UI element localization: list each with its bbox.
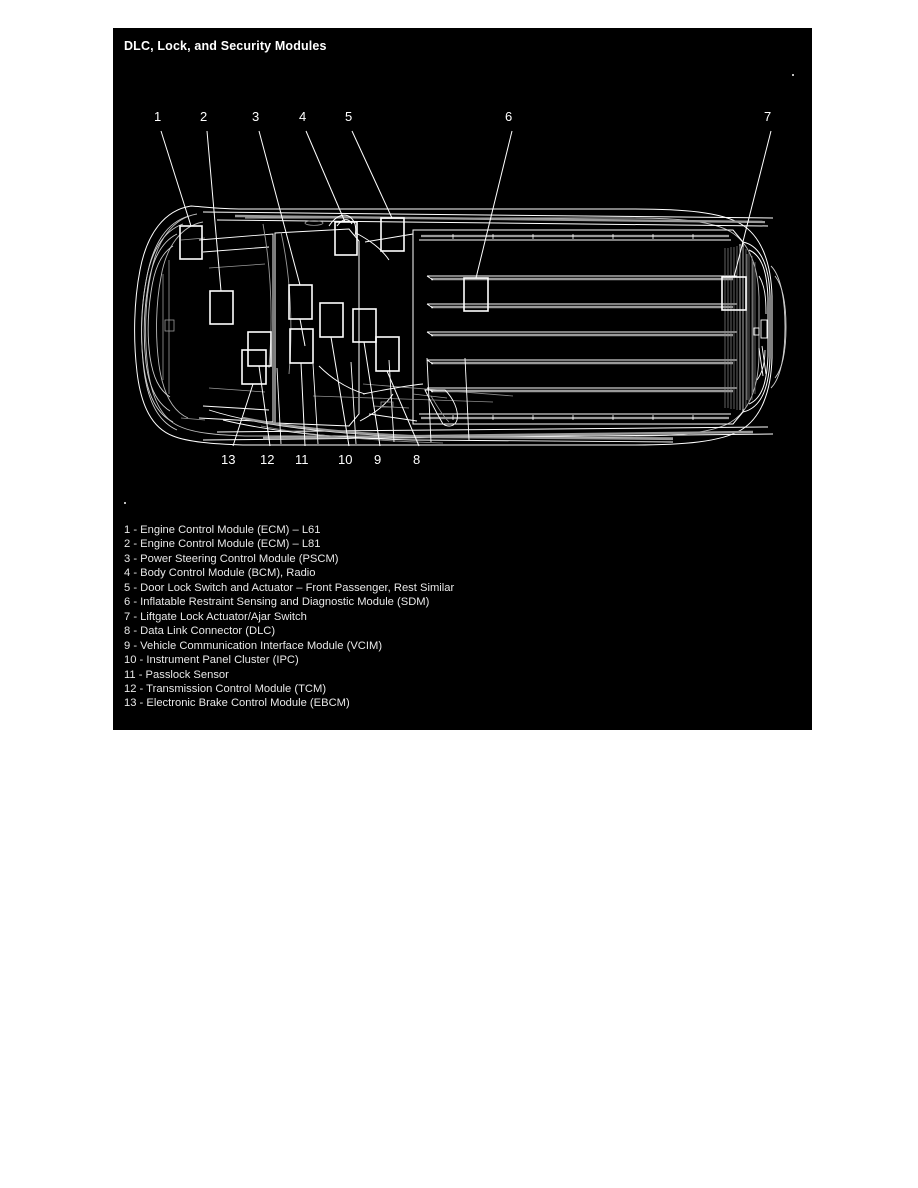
liftgate-lock-detail: [753, 275, 768, 381]
callout-box-11: [289, 328, 314, 364]
front-bumper-contours: [141, 215, 190, 431]
shifter-console: [424, 389, 458, 427]
front-seat-contour: [318, 365, 424, 395]
callout-label-7: 7: [764, 109, 772, 124]
legend-item: 3 - Power Steering Control Module (PSCM): [124, 552, 339, 565]
scan-artifact-speck: [124, 502, 126, 504]
callout-box-6: [463, 277, 489, 312]
callout-box-12: [247, 331, 272, 367]
callout-label-13: 13: [221, 452, 236, 467]
dash-curve: [262, 223, 292, 375]
callout-label-3: 3: [252, 109, 260, 124]
callout-label-10: 10: [338, 452, 353, 467]
callout-box-7: [721, 276, 747, 311]
callout-label-2: 2: [200, 109, 208, 124]
callout-label-5: 5: [345, 109, 353, 124]
figure-panel: DLC, Lock, and Security Modules: [113, 28, 812, 730]
callout-box-1: [179, 225, 203, 260]
liftgate-hatch-panel: [746, 254, 754, 400]
liftgate-hatch-texture: [724, 246, 756, 410]
hood-seams: [208, 263, 266, 393]
callout-box-9: [352, 308, 377, 343]
rear-bumper: [770, 265, 787, 389]
callout-label-12: 12: [260, 452, 275, 467]
legend-item: 4 - Body Control Module (BCM), Radio: [124, 567, 316, 580]
callout-boxes: [179, 217, 747, 385]
callout-label-11: 11: [295, 452, 309, 467]
legend-list: 1 - Engine Control Module (ECM) – L61 2 …: [124, 523, 764, 711]
callout-leader-lines: [160, 130, 772, 447]
callout-box-8: [375, 336, 400, 372]
scan-artifact-speck: [792, 74, 794, 76]
vehicle-top-view-diagram: [134, 130, 787, 447]
callout-box-10: [319, 302, 344, 338]
roof-antenna-base: [304, 220, 324, 226]
console-detail: [430, 395, 450, 423]
cargo-floor-slats: [427, 275, 737, 389]
cargo-floor-slats-shadow: [431, 277, 733, 393]
callout-box-13: [241, 349, 267, 385]
legend-item: 6 - Inflatable Restraint Sensing and Dia…: [124, 596, 430, 609]
callout-label-8: 8: [413, 452, 421, 467]
cargo-tiedown-marks: [452, 234, 694, 420]
callout-box-3: [288, 284, 313, 320]
page-title: DLC, Lock, and Security Modules: [124, 39, 327, 53]
legend-item: 13 - Electronic Brake Control Module (EB…: [124, 697, 350, 710]
liftgate-outline: [742, 241, 771, 413]
cargo-box-outline: [412, 229, 744, 425]
underbody-detail: [372, 393, 448, 409]
side-rocker-shadow: [242, 416, 674, 441]
legend-item: 9 - Vehicle Communication Interface Modu…: [124, 639, 383, 652]
legend-item: 7 - Liftgate Lock Actuator/Ajar Switch: [124, 610, 307, 623]
body-outline-inner: [145, 213, 760, 437]
roof-transition-lines: [355, 232, 418, 422]
legend-item: 5 - Door Lock Switch and Actuator – Fron…: [124, 581, 455, 594]
callout-label-1: 1: [154, 109, 162, 124]
hood-outline: [198, 233, 274, 423]
legend-item: 2 - Engine Control Module (ECM) – L81: [124, 538, 321, 551]
front-fascia-detail: [162, 237, 206, 421]
legend-item: 1 - Engine Control Module (ECM) – L61: [124, 524, 321, 536]
underbody-cross-members: [276, 357, 470, 445]
legend-item: 11 - Passlock Sensor: [124, 668, 229, 681]
legend-item: 10 - Instrument Panel Cluster (IPC): [124, 654, 299, 667]
callout-label-4: 4: [299, 109, 307, 124]
callout-label-9: 9: [374, 452, 382, 467]
callout-label-6: 6: [505, 109, 513, 124]
callout-box-2: [209, 290, 234, 325]
callout-box-4: [334, 221, 358, 256]
callout-box-5: [380, 217, 405, 252]
body-outline: [134, 205, 773, 446]
cargo-slat-end-caps: [426, 275, 434, 393]
roof-upper-edge-shadow: [234, 214, 766, 224]
legend-item: 12 - Transmission Control Module (TCM): [124, 682, 327, 695]
legend-item: 8 - Data Link Connector (DLC): [124, 625, 276, 638]
